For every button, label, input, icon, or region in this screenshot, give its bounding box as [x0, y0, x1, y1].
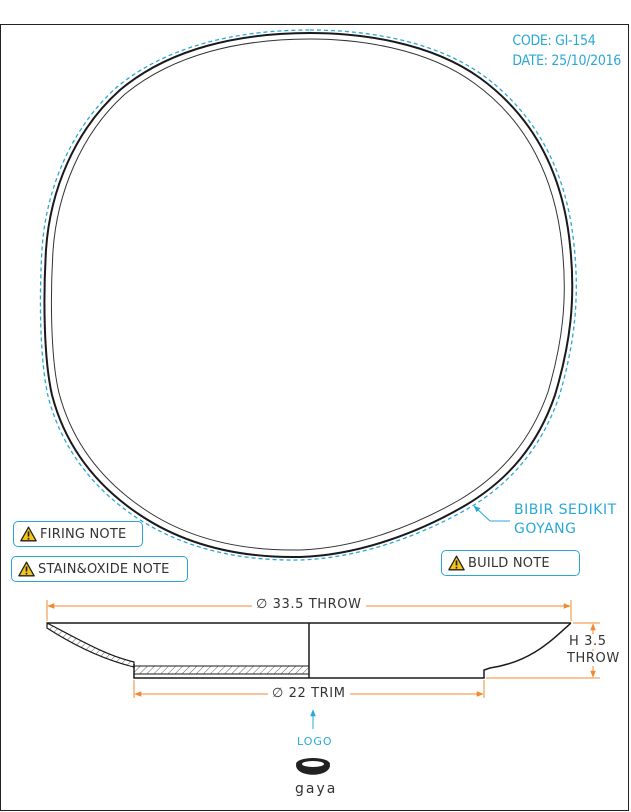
stain-oxide-note-label: STAIN&OXIDE NOTE [38, 561, 170, 577]
drawing-frame [0, 24, 629, 811]
wobbly-lip-indicator [39, 29, 577, 561]
dim-diameter-throw-label: ∅ 33.5 THROW [252, 597, 366, 612]
lip-callout: BIBIR SEDIKIT GOYANG [514, 501, 617, 539]
dim-height-label-line2: THROW [565, 651, 622, 666]
section-base-hatched [133, 665, 310, 675]
dimension-lines [46, 600, 600, 698]
gaya-bowl-logo-icon [296, 758, 330, 775]
lip-callout-line1: BIBIR SEDIKIT [514, 502, 617, 518]
plate-section-view [46, 622, 572, 679]
brand-wordmark: gaya [295, 781, 338, 797]
warning-triangle-icon [18, 561, 35, 577]
drawing-date: DATE: 25/10/2016 [512, 53, 621, 69]
drawing-meta: CODE: GI-154 DATE: 25/10/2016 [512, 31, 621, 71]
plate-outer-rim [43, 31, 574, 559]
lip-callout-line2: GOYANG [514, 521, 577, 537]
logo-label: LOGO [297, 735, 333, 748]
foot-ring-left [133, 664, 309, 679]
drawing-code: CODE: GI-154 [512, 33, 596, 49]
firing-note-label: FIRING NOTE [40, 526, 127, 542]
plate-top-view [39, 29, 577, 561]
exterior-right-wall [309, 622, 572, 679]
warning-triangle-icon [20, 526, 37, 542]
dim-diameter-trim-label: ∅ 22 TRIM [268, 686, 350, 701]
warning-triangle-icon [448, 555, 465, 571]
stain-oxide-note-button[interactable]: STAIN&OXIDE NOTE [11, 556, 188, 582]
firing-note-button[interactable]: FIRING NOTE [13, 521, 143, 547]
build-note-button[interactable]: BUILD NOTE [441, 550, 580, 576]
dim-height-label-line1: H 3.5 [567, 634, 609, 649]
section-left-wall-hatched [46, 622, 135, 668]
build-note-label: BUILD NOTE [468, 555, 550, 571]
plate-inner-rim [50, 38, 565, 551]
callout-arrow [473, 505, 491, 522]
